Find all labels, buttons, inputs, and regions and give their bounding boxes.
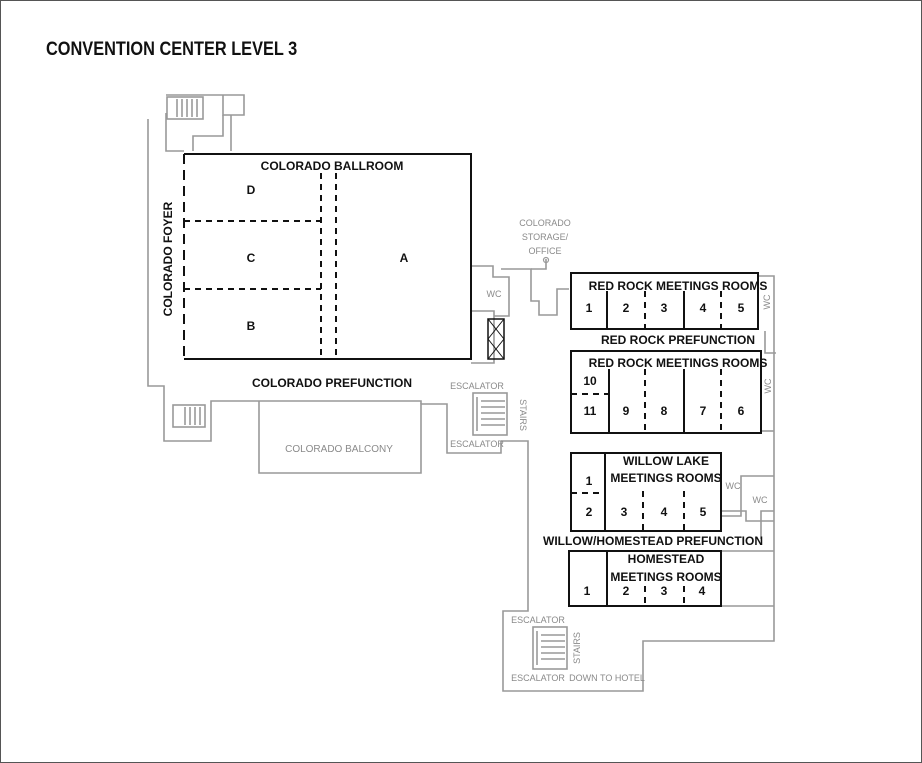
escalator-label: ESCALATOR <box>511 673 565 683</box>
room-label: 1 <box>584 584 591 598</box>
section-c-label: C <box>247 251 256 265</box>
page-title: CONVENTION CENTER LEVEL 3 <box>46 39 298 60</box>
room-label: 9 <box>623 404 630 418</box>
room-label: 3 <box>661 584 668 598</box>
room-label: 7 <box>700 404 707 418</box>
willow-lake-title-line2: MEETINGS ROOMS <box>610 471 721 485</box>
room-label: 10 <box>583 374 597 388</box>
homestead-meeting-rooms[interactable] <box>568 550 722 607</box>
stairs-label: STAIRS <box>572 632 582 664</box>
red-rock-top-title: RED ROCK MEETINGS ROOMS <box>589 279 768 293</box>
willow-wc1-label: WC <box>726 481 741 491</box>
storage-marker-icon <box>542 256 550 264</box>
room-label: 1 <box>586 474 593 488</box>
red-rock-bottom-wc-label: WC <box>763 378 773 393</box>
room-label: 4 <box>699 584 706 598</box>
room-label: 5 <box>700 505 707 519</box>
room-label: 2 <box>623 301 630 315</box>
willow-lake-title-line1: WILLOW LAKE <box>623 454 709 468</box>
escalator-icon <box>472 392 508 436</box>
ballroom-label: COLORADO BALLROOM <box>261 159 404 173</box>
red-rock-meeting-rooms-top[interactable] <box>570 272 759 330</box>
room-label: 3 <box>621 505 628 519</box>
stairs-icon <box>172 404 206 428</box>
room-label: 4 <box>661 505 668 519</box>
room-label: 4 <box>700 301 707 315</box>
stairs-icon <box>166 96 204 120</box>
section-b-label: B <box>247 319 256 333</box>
room-label: 2 <box>586 505 593 519</box>
red-rock-bottom-title: RED ROCK MEETINGS ROOMS <box>589 356 768 370</box>
escalator-label: ESCALATOR <box>450 439 504 449</box>
room-label: 2 <box>623 584 630 598</box>
homestead-title-line1: HOMESTEAD <box>628 552 705 566</box>
red-rock-top-wc-label: WC <box>762 294 772 309</box>
colorado-balcony-label: COLORADO BALCONY <box>285 444 393 455</box>
elevator-icon <box>487 318 505 360</box>
room-label: 8 <box>661 404 668 418</box>
building-outline <box>147 94 776 692</box>
room-label: 6 <box>738 404 745 418</box>
section-d-label: D <box>247 183 256 197</box>
section-a-label: A <box>400 251 409 265</box>
escalator-label: ESCALATOR <box>511 615 565 625</box>
willow-lake-meeting-rooms[interactable] <box>570 452 722 532</box>
colorado-prefunction-label: COLORADO PREFUNCTION <box>252 376 412 390</box>
willow-wc2-label: WC <box>753 495 768 505</box>
red-rock-prefunction-label: RED ROCK PREFUNCTION <box>601 333 755 347</box>
down-to-hotel-label: DOWN TO HOTEL <box>569 673 645 683</box>
room-label: 1 <box>586 301 593 315</box>
colorado-ballroom[interactable] <box>183 153 472 360</box>
room-label: 5 <box>738 301 745 315</box>
escalator-icon <box>532 626 568 670</box>
escalator-label: ESCALATOR <box>450 381 504 391</box>
stairs-label: STAIRS <box>518 399 528 431</box>
storage-label-line2: STORAGE/ <box>522 232 569 242</box>
willow-homestead-prefunction-label: WILLOW/HOMESTEAD PREFUNCTION <box>543 534 763 548</box>
storage-label-line1: COLORADO <box>519 218 571 228</box>
room-label: 11 <box>584 404 597 418</box>
homestead-title-line2: MEETINGS ROOMS <box>610 570 721 584</box>
red-rock-meeting-rooms-bottom[interactable] <box>570 350 762 434</box>
colorado-wc-label: WC <box>487 289 502 299</box>
foyer-label: COLORADO FOYER <box>161 201 175 316</box>
storage-label-line3: OFFICE <box>529 246 562 256</box>
room-label: 3 <box>661 301 668 315</box>
